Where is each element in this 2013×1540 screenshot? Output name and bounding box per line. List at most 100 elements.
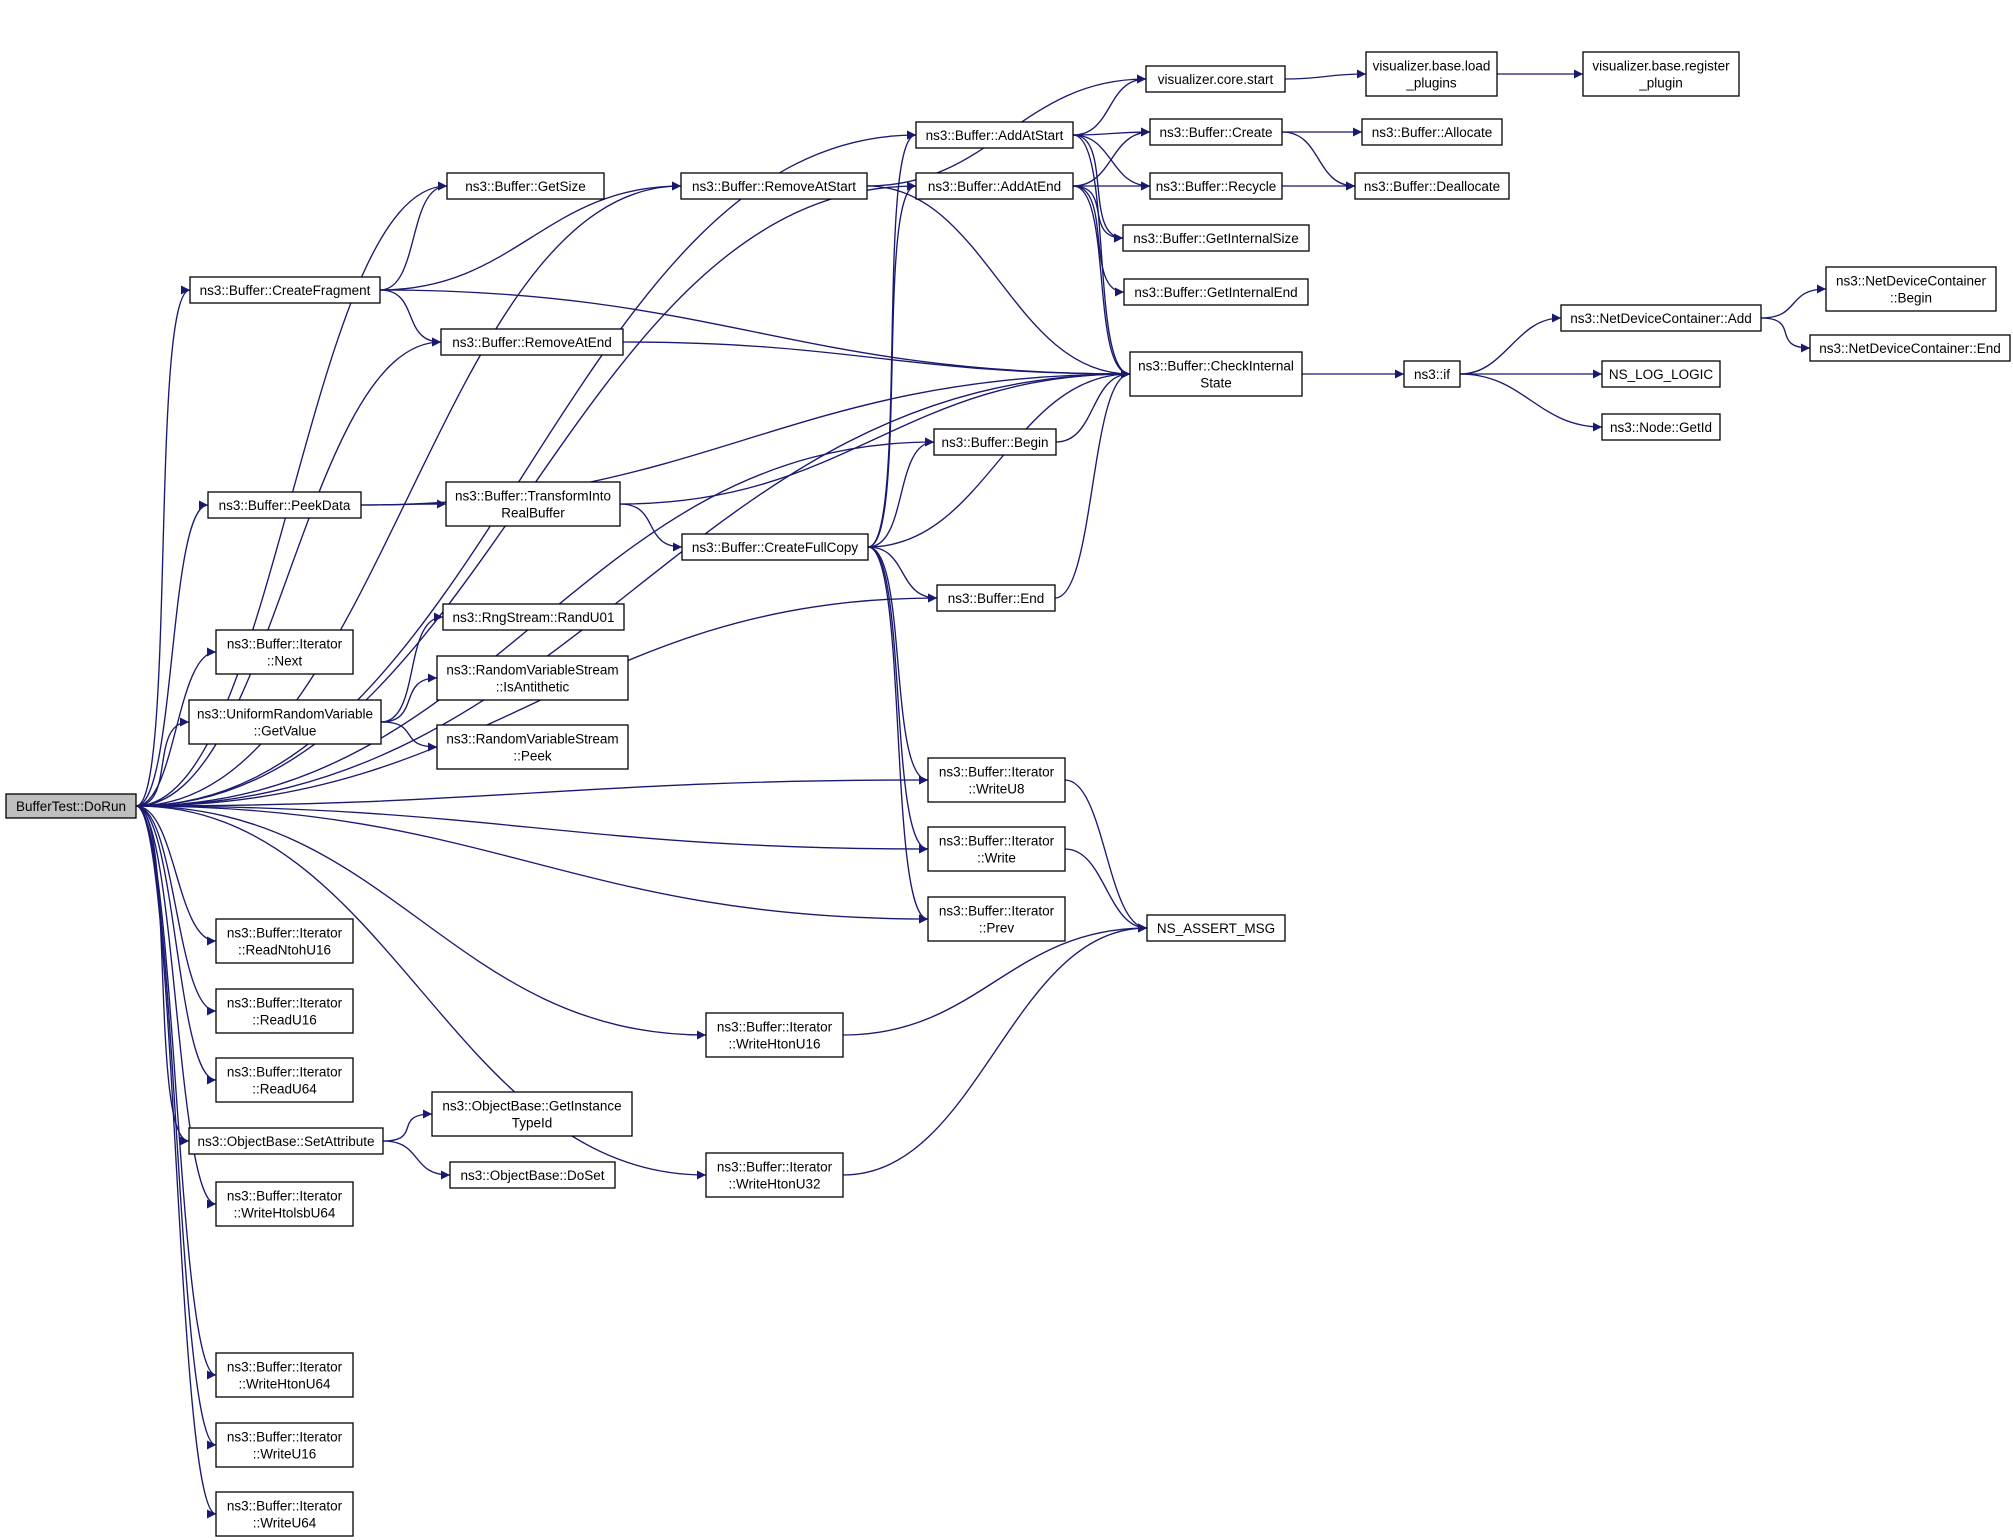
node-ns3-if[interactable]: ns3::if [1403, 360, 1461, 388]
node-label: ns3::Buffer::End [948, 591, 1045, 606]
edge-dorun-to-removeatend [135, 337, 442, 807]
node-box [215, 988, 354, 1034]
node-label: ns3::Buffer::CheckInternal [1138, 359, 1294, 374]
node-ndc-add[interactable]: ns3::NetDeviceContainer::Add [1560, 304, 1762, 332]
node-setattribute[interactable]: ns3::ObjectBase::SetAttribute [188, 1127, 384, 1155]
edge-dorun-to-iter-write [135, 805, 929, 854]
node-box [1601, 360, 1721, 388]
node-urv-getvalue[interactable]: ns3::UniformRandomVariable::GetValue [188, 699, 382, 745]
node-createfragment[interactable]: ns3::Buffer::CreateFragment [189, 276, 381, 304]
node-ndc-end[interactable]: ns3::NetDeviceContainer::End [1809, 334, 2011, 362]
node-ns-assert-msg[interactable]: NS_ASSERT_MSG [1146, 914, 1286, 942]
node-box [1146, 914, 1286, 942]
node-label: ::WriteU64 [253, 1516, 317, 1531]
node-label: ::ReadU16 [252, 1013, 317, 1028]
node-end[interactable]: ns3::Buffer::End [936, 584, 1056, 612]
node-label: ::WriteHtonU16 [728, 1037, 820, 1052]
node-iter-writehtonu64[interactable]: ns3::Buffer::Iterator::WriteHtonU64 [215, 1352, 354, 1398]
edge-urv-getvalue-to-randu01 [380, 612, 444, 723]
edge-addatstart-to-recycle [1072, 134, 1151, 191]
edge-iter-writehtonu32-to-ns-assert-msg [842, 923, 1148, 1176]
node-box [1601, 413, 1721, 441]
node-iter-prev[interactable]: ns3::Buffer::Iterator::Prev [927, 896, 1066, 942]
node-box [1122, 224, 1310, 252]
node-label: ns3::RngStream::RandU01 [452, 610, 614, 625]
node-box [1825, 266, 1997, 312]
node-box [215, 1422, 354, 1468]
node-doset[interactable]: ns3::ObjectBase::DoSet [449, 1161, 616, 1189]
node-rvs-peek[interactable]: ns3::RandomVariableStream::Peek [436, 724, 629, 770]
node-iter-writeu8[interactable]: ns3::Buffer::Iterator::WriteU8 [927, 757, 1066, 803]
node-isantithetic[interactable]: ns3::RandomVariableStream::IsAntithetic [436, 655, 629, 701]
node-addatend[interactable]: ns3::Buffer::AddAtEnd [915, 172, 1074, 200]
node-iter-writehtonu32[interactable]: ns3::Buffer::Iterator::WriteHtonU32 [705, 1152, 844, 1198]
node-begin[interactable]: ns3::Buffer::Begin [933, 428, 1057, 456]
node-box [927, 757, 1066, 803]
node-label: BufferTest::DoRun [16, 799, 126, 814]
node-createfullcopy[interactable]: ns3::Buffer::CreateFullCopy [681, 533, 869, 561]
edge-dorun-to-iter-writehtonu64 [135, 805, 217, 1380]
edge-dorun-to-iter-writeu64 [135, 805, 217, 1519]
node-removeatstart[interactable]: ns3::Buffer::RemoveAtStart [680, 172, 868, 200]
node-peekdata[interactable]: ns3::Buffer::PeekData [207, 491, 362, 519]
node-iter-writehtolsbu64[interactable]: ns3::Buffer::Iterator::WriteHtolsbU64 [215, 1181, 354, 1227]
node-getinternalend[interactable]: ns3::Buffer::GetInternalEnd [1123, 278, 1309, 306]
node-label: ns3::Buffer::GetInternalSize [1133, 231, 1299, 246]
node-label: ns3::Buffer::Iterator [717, 1160, 833, 1175]
node-label: ns3::Buffer::Deallocate [1364, 179, 1500, 194]
node-box [449, 1161, 616, 1189]
edge-dorun-to-iter-prev [135, 805, 929, 924]
node-addatstart[interactable]: ns3::Buffer::AddAtStart [915, 121, 1074, 149]
node-getinternalsize[interactable]: ns3::Buffer::GetInternalSize [1122, 224, 1310, 252]
node-iter-writehtonu16[interactable]: ns3::Buffer::Iterator::WriteHtonU16 [705, 1012, 844, 1058]
node-label: ns3::Buffer::GetSize [465, 179, 586, 194]
node-label: visualizer.base.load [1373, 59, 1491, 74]
node-label: ns3::Buffer::RemoveAtStart [692, 179, 856, 194]
node-box [1354, 172, 1510, 200]
node-iter-next[interactable]: ns3::Buffer::Iterator::Next [215, 629, 354, 675]
node-box [436, 655, 629, 701]
node-dorun[interactable]: BufferTest::DoRun [5, 793, 137, 819]
edge-ns3-if-to-node-getid [1459, 373, 1603, 432]
node-iter-writeu64[interactable]: ns3::Buffer::Iterator::WriteU64 [215, 1491, 354, 1537]
node-recycle[interactable]: ns3::Buffer::Recycle [1149, 172, 1283, 200]
node-getsize[interactable]: ns3::Buffer::GetSize [446, 172, 605, 200]
node-label: State [1200, 376, 1232, 391]
node-removeatend[interactable]: ns3::Buffer::RemoveAtEnd [440, 328, 624, 356]
node-viz-core-start[interactable]: visualizer.core.start [1145, 65, 1286, 93]
node-label: ns3::RandomVariableStream [446, 732, 618, 747]
node-viz-load-plugins[interactable]: visualizer.base.load_plugins [1365, 51, 1498, 97]
node-ndc-begin[interactable]: ns3::NetDeviceContainer::Begin [1825, 266, 1997, 312]
node-viz-register-plugin[interactable]: visualizer.base.register_plugin [1582, 51, 1740, 97]
node-label: ns3::Buffer::Iterator [227, 1360, 343, 1375]
node-iter-readntohu16[interactable]: ns3::Buffer::Iterator::ReadNtohU16 [215, 918, 354, 964]
edge-ndc-add-to-ndc-begin [1760, 284, 1827, 319]
node-deallocate[interactable]: ns3::Buffer::Deallocate [1354, 172, 1510, 200]
node-label: TypeId [512, 1116, 553, 1131]
node-iter-writeu16[interactable]: ns3::Buffer::Iterator::WriteU16 [215, 1422, 354, 1468]
node-box [1560, 304, 1762, 332]
node-create[interactable]: ns3::Buffer::Create [1149, 118, 1283, 146]
node-node-getid[interactable]: ns3::Node::GetId [1601, 413, 1721, 441]
node-box [189, 276, 381, 304]
node-box [215, 1352, 354, 1398]
node-iter-readu16[interactable]: ns3::Buffer::Iterator::ReadU16 [215, 988, 354, 1034]
node-label: ns3::Buffer::Iterator [939, 765, 1055, 780]
node-box [681, 533, 869, 561]
edge-begin-to-checkinternalstate [1055, 369, 1131, 443]
node-label: ns3::Buffer::Begin [941, 435, 1048, 450]
node-label: ns3::Buffer::Recycle [1156, 179, 1277, 194]
node-randu01[interactable]: ns3::RngStream::RandU01 [442, 603, 625, 631]
node-iter-readu64[interactable]: ns3::Buffer::Iterator::ReadU64 [215, 1057, 354, 1103]
node-box [1145, 65, 1286, 93]
node-iter-write[interactable]: ns3::Buffer::Iterator::Write [927, 826, 1066, 872]
node-allocate[interactable]: ns3::Buffer::Allocate [1361, 118, 1503, 146]
node-ns-log-logic[interactable]: NS_LOG_LOGIC [1601, 360, 1721, 388]
edge-createfullcopy-to-iter-prev [867, 546, 929, 924]
edge-transformintorealbuffer-to-createfullcopy [619, 503, 683, 552]
node-label: ns3::NetDeviceContainer::Add [1570, 311, 1752, 326]
edge-transformintorealbuffer-to-checkinternalstate [619, 369, 1131, 505]
